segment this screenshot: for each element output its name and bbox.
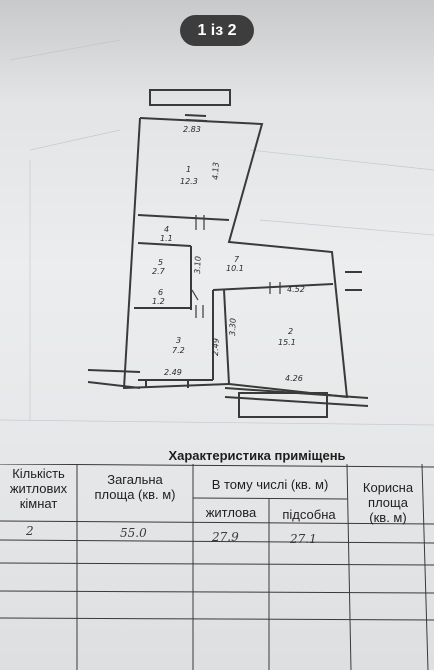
plan-walls [87, 89, 369, 418]
header-living: житлова [205, 505, 257, 520]
table-title: Характеристика приміщень [168, 448, 346, 463]
header-total-area: Загальна площа (кв. м) [94, 472, 176, 502]
header-including: В тому числі (кв. м) [211, 477, 329, 492]
characteristics-table-grid [0, 464, 434, 670]
plan-label-bottom-width: 4.26 [285, 374, 303, 383]
counter-total: 2 [227, 21, 237, 39]
image-counter: 1 із 2 [180, 15, 254, 46]
plan-label-kitchen-width: 2.49 [164, 368, 182, 377]
plan-label-room5-num: 5 [158, 258, 163, 267]
cell-living-area: 27.9 [212, 530, 239, 544]
plan-label-room4-num: 4 [164, 225, 169, 234]
plan-label-room2-area: 15.1 [278, 338, 296, 347]
plan-label-room3-num: 3 [176, 336, 181, 345]
plan-label-wall-dim: 4.13 [211, 162, 221, 180]
cell-auxiliary-area: 27.1 [290, 532, 317, 546]
plan-label-hall-width: 4.52 [287, 285, 305, 294]
header-auxiliary: підсобна [282, 507, 336, 522]
header-rooms: Кількість житлових кімнат [9, 466, 68, 511]
plan-label-dim-249: 2.49 [211, 338, 221, 356]
cell-rooms-count: 2 [26, 524, 34, 538]
plan-label-room2-num: 2 [288, 327, 293, 336]
plan-label-room4-area: 1.1 [160, 234, 173, 243]
plan-label-dim-330: 3.30 [228, 318, 238, 336]
counter-current: 1 [197, 21, 207, 39]
cell-total-area: 55.0 [120, 526, 147, 540]
plan-label-room6-area: 1.2 [152, 297, 165, 306]
plan-label-room7-area: 10.1 [226, 264, 244, 273]
counter-separator: із [210, 21, 224, 39]
plan-label-room6-num: 6 [158, 288, 163, 297]
plan-label-room3-area: 7.2 [172, 346, 185, 355]
plan-label-room1-area: 12.3 [180, 177, 198, 186]
header-useful-area: Корисна площа (кв. м) [362, 480, 414, 525]
plan-label-room7-num: 7 [234, 255, 240, 264]
plan-label-top-width: 2.83 [183, 125, 201, 134]
plan-label-room1-num: 1 [186, 165, 191, 174]
plan-label-room5-area: 2.7 [152, 267, 166, 276]
plan-label-corridor-dim: 3.10 [193, 256, 203, 274]
